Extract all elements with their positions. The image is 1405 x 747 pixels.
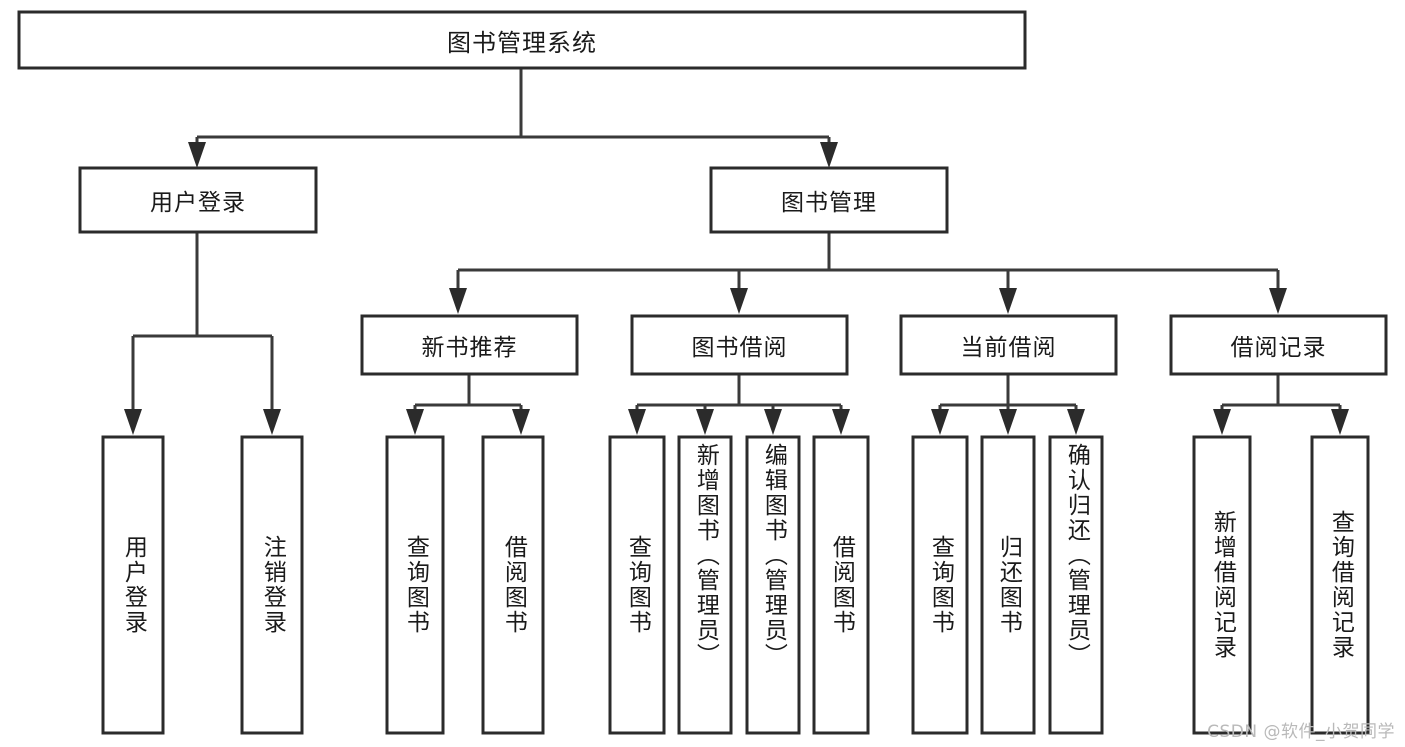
node-box-user-login[interactable]	[78, 166, 318, 234]
node-box-leaf-borrow-book-1[interactable]	[481, 435, 545, 735]
node-box-book-borrow[interactable]	[630, 314, 849, 376]
arrow-user-login-leaf-2	[263, 409, 281, 435]
arrow-book-borrow-leaf-1	[628, 409, 646, 435]
csdn-watermark: CSDN @软件_小贺同学	[1207, 722, 1395, 742]
node-box-leaf-query-book-1[interactable]	[385, 435, 445, 735]
arrow-to-borrow-record	[1269, 288, 1287, 314]
arrow-current-borrow-leaf-3	[1067, 409, 1085, 435]
node-box-leaf-edit-book[interactable]	[745, 435, 801, 735]
arrow-to-current-borrow	[999, 288, 1017, 314]
arrow-to-book-borrow	[730, 288, 748, 314]
node-box-new-book-recommend[interactable]	[360, 314, 579, 376]
arrow-book-borrow-leaf-4	[832, 409, 850, 435]
arrow-root-to-book-manage	[820, 142, 838, 168]
node-box-current-borrow[interactable]	[899, 314, 1118, 376]
arrow-current-borrow-leaf-1	[931, 409, 949, 435]
arrow-book-borrow-leaf-2	[696, 409, 714, 435]
node-box-leaf-logout-login[interactable]	[240, 435, 304, 735]
arrow-new-book-recommend-leaf-1	[406, 409, 424, 435]
arrow-root-to-user-login	[188, 142, 206, 168]
arrow-book-borrow-leaf-3	[764, 409, 782, 435]
arrow-borrow-record-leaf-2	[1331, 409, 1349, 435]
node-box-leaf-confirm-return[interactable]	[1048, 435, 1104, 735]
node-box-leaf-add-record[interactable]	[1192, 435, 1252, 735]
node-box-leaf-query-record[interactable]	[1310, 435, 1370, 735]
node-box-book-manage[interactable]	[709, 166, 949, 234]
node-box-root[interactable]	[17, 10, 1027, 70]
arrow-current-borrow-leaf-2	[999, 409, 1017, 435]
arrow-new-book-recommend-leaf-2	[512, 409, 530, 435]
node-box-leaf-add-book[interactable]	[677, 435, 733, 735]
arrow-to-new-book-recommend	[449, 288, 467, 314]
arrow-user-login-leaf-1	[124, 409, 142, 435]
node-box-leaf-query-book-2[interactable]	[608, 435, 666, 735]
node-box-leaf-borrow-book-2[interactable]	[812, 435, 870, 735]
node-box-leaf-query-book-3[interactable]	[911, 435, 969, 735]
node-box-leaf-return-book[interactable]	[980, 435, 1036, 735]
arrow-borrow-record-leaf-1	[1213, 409, 1231, 435]
node-box-leaf-user-login[interactable]	[101, 435, 165, 735]
node-box-borrow-record[interactable]	[1169, 314, 1388, 376]
